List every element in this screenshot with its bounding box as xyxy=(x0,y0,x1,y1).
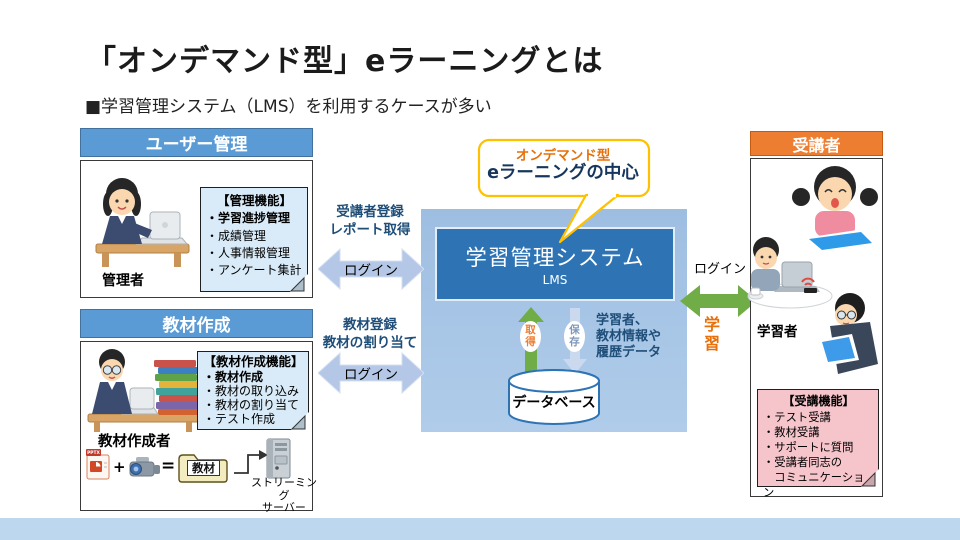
admin-note-item: ・学習進捗管理 xyxy=(206,211,291,226)
admin-note-title: 【管理機能】 xyxy=(216,193,292,208)
pptx-file-icon: PPTX xyxy=(86,449,110,480)
learner-note-item: ・受講者同志の xyxy=(763,456,843,469)
page-subtitle: ■学習管理システム（LMS）を利用するケースが多い xyxy=(85,97,492,117)
learn-text: 学習 xyxy=(704,315,721,354)
learner-note-item: ・サポートに質問 xyxy=(763,440,854,454)
creator-note-title: 【教材作成機能】 xyxy=(203,354,304,369)
admin-note-item: ・アンケート集計 xyxy=(206,263,302,278)
lms-box: 学習管理システム LMS xyxy=(435,227,675,301)
girl-tablet-illustration xyxy=(792,166,878,254)
equals-sign: = xyxy=(161,456,176,476)
streaming-server-label: ストリーミング サーバー xyxy=(251,476,317,515)
stored-data-description: 学習者、 教材情報や 履歴データ xyxy=(596,313,662,360)
creator-lms-arrow: ログイン xyxy=(317,351,425,395)
admin-label: 管理者 xyxy=(102,273,144,289)
database-icon xyxy=(508,369,600,425)
learner-label: 学習者 xyxy=(757,324,798,340)
elbow-arrow-icon xyxy=(234,450,268,474)
creator-illustration xyxy=(87,349,201,432)
admin-arrow-label: 受講者登録 レポート取得 xyxy=(329,204,411,238)
admin-illustration xyxy=(95,178,190,267)
creator-note-item: ・教材の割り当て xyxy=(203,398,300,413)
creator-label: 教材作成者 xyxy=(98,434,171,450)
slide-footer-band xyxy=(0,518,960,540)
learners-header: 受講者 xyxy=(750,131,883,156)
admin-note-item: ・成績管理 xyxy=(206,228,267,243)
lms-subtitle: LMS xyxy=(542,273,568,287)
fetch-badge: 取得 xyxy=(520,321,541,352)
callout-line2: eラーニングの中心 xyxy=(487,163,639,183)
content-creation-header: 教材作成 xyxy=(80,309,313,338)
learner-note-item: ・教材受講 xyxy=(763,425,820,439)
creator-note-item: ・教材作成 xyxy=(203,369,264,384)
database-label: データベース xyxy=(512,395,596,411)
learner-note-title: 【受講機能】 xyxy=(782,394,855,408)
note-fold-corner-icon xyxy=(291,412,309,430)
plus-sign: + xyxy=(113,458,126,476)
streaming-server-icon xyxy=(266,438,291,479)
folder-label: 教材 xyxy=(187,460,220,476)
creator-login-text: ログイン xyxy=(344,367,398,383)
svg-text:PPTX: PPTX xyxy=(87,450,100,456)
creator-note-item: ・教材の取り込み xyxy=(203,383,300,398)
creator-arrow-label: 教材登録 教材の割り当て xyxy=(322,317,418,351)
page-title: 「オンデマンド型」eラーニングとは xyxy=(86,44,604,79)
learner-note-item: コミュニケーション xyxy=(763,471,865,500)
lms-title: 学習管理システム xyxy=(465,246,645,271)
note-fold-corner-icon xyxy=(290,274,308,292)
boy-laptop-illustration xyxy=(747,237,833,309)
callout-line1: オンデマンド型 xyxy=(515,148,611,164)
admin-lms-arrow: ログイン xyxy=(317,247,425,291)
save-badge: 保存 xyxy=(564,321,585,352)
note-fold-corner-icon xyxy=(861,469,879,487)
user-management-header: ユーザー管理 xyxy=(80,128,313,157)
creator-functions-note: 【教材作成機能】 ・教材作成 ・教材の取り込み ・教材の割り当て ・テスト作成 xyxy=(197,351,309,430)
video-camera-icon xyxy=(129,457,160,477)
callout-bubble xyxy=(477,138,651,244)
learner-note-item: ・テスト受講 xyxy=(763,410,831,424)
learner-login-text: ログイン xyxy=(694,262,747,277)
man-tablet-illustration xyxy=(818,293,878,374)
admin-note-item: ・人事情報管理 xyxy=(206,245,291,260)
learner-functions-note: 【受講機能】 ・テスト受講 ・教材受講 ・サポートに質問 ・受講者同志の コミュ… xyxy=(757,389,879,499)
learner-lms-arrow-icon xyxy=(680,285,757,317)
admin-login-text: ログイン xyxy=(344,263,398,279)
creator-note-item: ・テスト作成 xyxy=(203,412,276,427)
admin-functions-note: 【管理機能】 ・学習進捗管理 ・成績管理 ・人事情報管理 ・アンケート集計 xyxy=(200,187,308,292)
